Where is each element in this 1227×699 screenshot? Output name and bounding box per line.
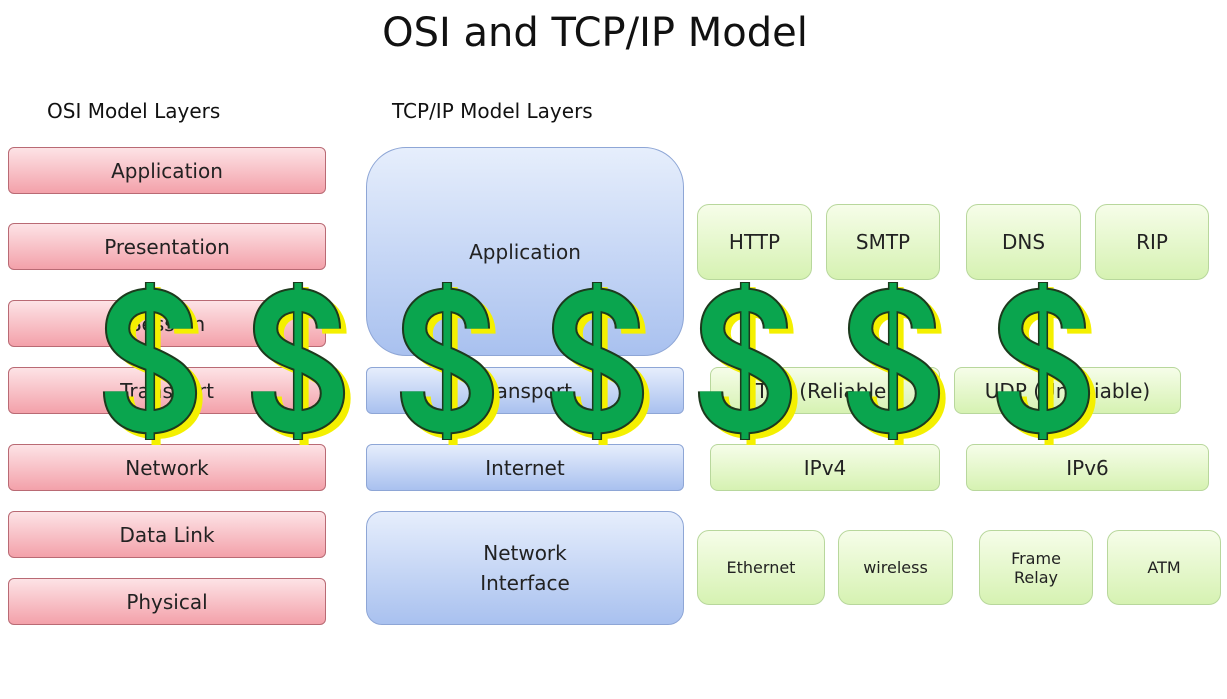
osi-layer-presentation: Presentation xyxy=(8,223,326,270)
tcpip-layer-network-interface: Network Interface xyxy=(366,511,684,625)
protocol-ethernet: Ethernet xyxy=(697,530,825,605)
protocol-ipv4: IPv4 xyxy=(710,444,940,491)
tcpip-heading: TCP/IP Model Layers xyxy=(392,99,593,123)
protocol-dns: DNS xyxy=(966,204,1081,280)
dollar-sign-icon xyxy=(98,280,202,442)
tcpip-layer-internet: Internet xyxy=(366,444,684,491)
protocol-smtp: SMTP xyxy=(826,204,940,280)
dollar-sign-icon xyxy=(693,280,797,442)
protocol-ipv6: IPv6 xyxy=(966,444,1209,491)
dollar-sign-icon xyxy=(395,280,499,442)
protocol-http: HTTP xyxy=(697,204,812,280)
protocol-atm: ATM xyxy=(1107,530,1221,605)
osi-heading: OSI Model Layers xyxy=(47,99,221,123)
dollar-sign-icon xyxy=(545,280,649,442)
osi-layer-application: Application xyxy=(8,147,326,194)
osi-layer-network: Network xyxy=(8,444,326,491)
osi-layer-data-link: Data Link xyxy=(8,511,326,558)
osi-layer-physical: Physical xyxy=(8,578,326,625)
dollar-sign-icon xyxy=(841,280,945,442)
protocol-wireless: wireless xyxy=(838,530,953,605)
protocol-rip: RIP xyxy=(1095,204,1209,280)
dollar-sign-icon xyxy=(991,280,1095,442)
protocol-frame-relay: Frame Relay xyxy=(979,530,1093,605)
page-title: OSI and TCP/IP Model xyxy=(382,10,808,56)
dollar-sign-icon xyxy=(246,280,350,442)
